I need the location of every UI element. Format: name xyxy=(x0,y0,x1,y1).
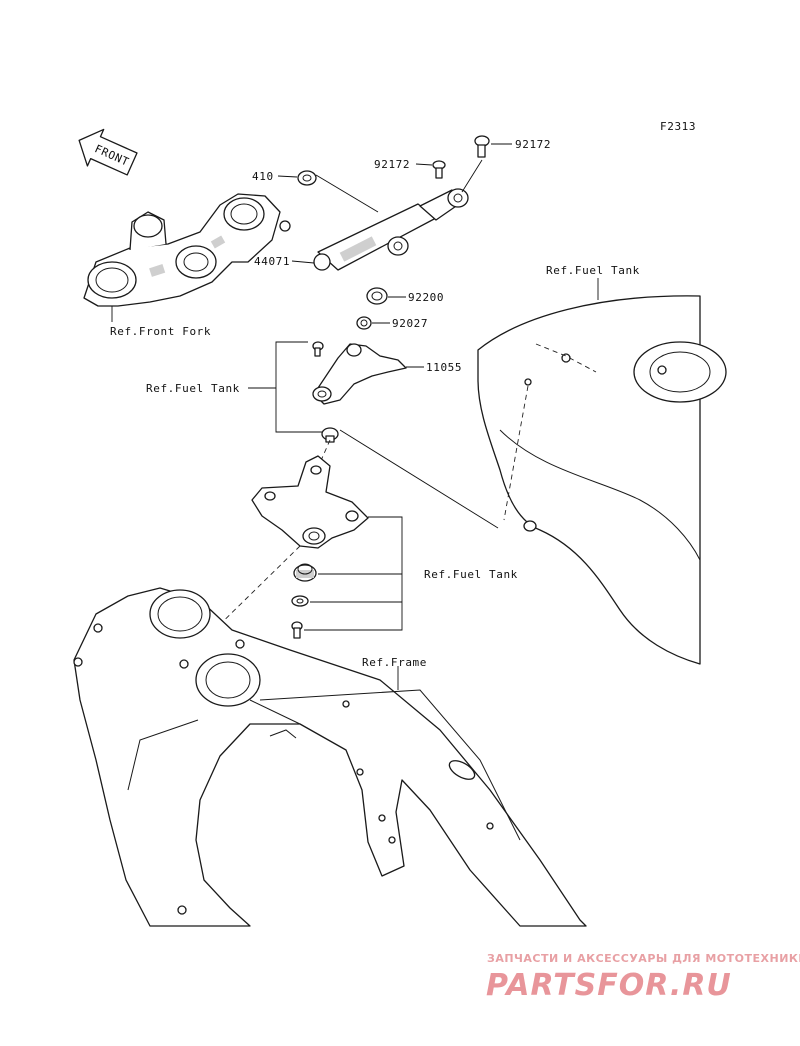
washer-410 xyxy=(297,170,317,186)
bolt-92172-a xyxy=(432,160,446,179)
watermark-tagline: ЗАПЧАСТИ И АКСЕССУАРЫ ДЛЯ МОТОТЕХНИКИ xyxy=(487,952,800,965)
label-ref-fuel-tank-3: Ref.Fuel Tank xyxy=(424,568,518,581)
label-44071: 44071 xyxy=(254,255,290,268)
watermark-brand: PARTSFOR.RU xyxy=(486,968,732,1003)
grommet-upper xyxy=(321,427,339,443)
label-11055: 11055 xyxy=(426,361,462,374)
bushing-92200 xyxy=(366,287,388,305)
rubber-damper xyxy=(293,563,317,582)
label-ref-frame: Ref.Frame xyxy=(362,656,427,669)
frame xyxy=(73,587,587,927)
label-92172-b: 92172 xyxy=(515,138,551,151)
steering-damper-44071 xyxy=(313,188,469,271)
label-410: 410 xyxy=(252,170,274,183)
front-arrow-icon: FRONT xyxy=(78,128,138,176)
bracket-11055 xyxy=(312,341,407,405)
bolt-92172-b xyxy=(474,135,490,158)
bolt-lower xyxy=(291,621,303,639)
washer-lower xyxy=(291,595,309,607)
triple-clamp xyxy=(83,193,291,307)
label-ref-fuel-tank-2: Ref.Fuel Tank xyxy=(546,264,640,277)
watermark-logo: ЗАПЧАСТИ И АКСЕССУАРЫ ДЛЯ МОТОТЕХНИКИ PA… xyxy=(486,952,800,1003)
label-ref-fuel-tank-1: Ref.Fuel Tank xyxy=(146,382,240,395)
label-92172-a: 92172 xyxy=(374,158,410,171)
nut-92027 xyxy=(356,316,372,330)
label-92027: 92027 xyxy=(392,317,428,330)
fuel-tank-outline xyxy=(477,295,727,665)
mounting-stay xyxy=(251,455,369,549)
label-92200: 92200 xyxy=(408,291,444,304)
figure-code: F2313 xyxy=(660,120,696,133)
label-ref-front-fork: Ref.Front Fork xyxy=(110,325,211,338)
